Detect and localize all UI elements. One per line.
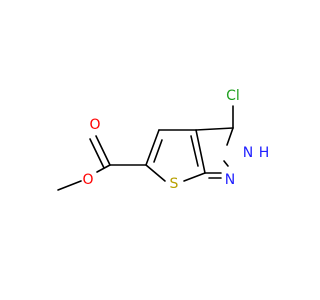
bond-c-o-ester [96, 164, 111, 173]
bond-c6a-c3a [195, 129, 206, 174]
nitrogen-h-label: N [243, 145, 253, 161]
bond-c-o-double-b [89, 138, 105, 169]
bond-nh-n [223, 160, 229, 167]
bond-c5-s [145, 164, 166, 182]
bond-c6a-c3a-inner [190, 135, 199, 167]
molecule-diagram: Cl N H N S O O [57, 88, 270, 192]
structure-canvas: Cl N H N S O O [57, 88, 270, 192]
hydrogen-label: H [259, 145, 270, 161]
bond-s-c6a [183, 172, 206, 182]
sulfur-label: S [170, 176, 179, 192]
bond-c3-nh [226, 127, 234, 146]
bond-c4-c5 [145, 129, 160, 166]
carbonyl-oxygen-label: O [89, 117, 100, 133]
bond-o-methyl [57, 180, 82, 191]
bond-c-o-double-a [95, 135, 111, 166]
bonds [57, 105, 234, 191]
chlorine-label: Cl [226, 88, 240, 104]
nitrogen-label: N [225, 172, 235, 188]
ester-oxygen-label: O [82, 172, 93, 188]
bond-c3a-c3 [195, 127, 234, 131]
bond-c4-c5-inner [153, 139, 163, 163]
